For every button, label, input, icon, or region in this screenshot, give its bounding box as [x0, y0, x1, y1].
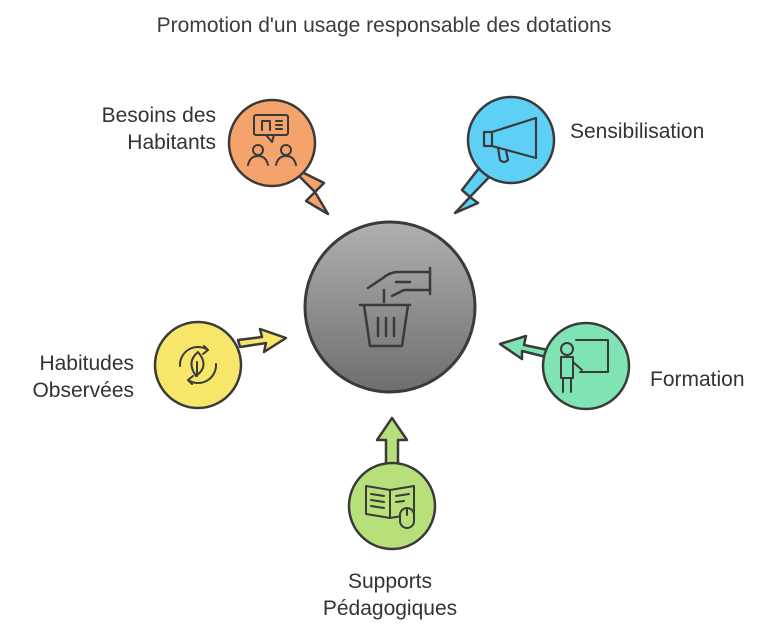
label-habitudes-line-2: Observées — [32, 379, 134, 402]
people-discussion-icon — [247, 114, 297, 166]
node-besoins — [227, 98, 317, 188]
arrow-besoins — [286, 163, 330, 216]
arrow-habitudes — [236, 327, 288, 354]
label-besoins: Besoins des Habitants — [102, 102, 216, 156]
arrow-besoins-shape — [286, 163, 330, 216]
node-supports — [347, 461, 437, 551]
book-mouse-icon — [365, 485, 415, 529]
node-sensibilisation — [466, 95, 556, 185]
arrow-supports-shape — [375, 416, 409, 467]
label-formation: Formation — [650, 366, 745, 393]
arrow-habitudes-shape — [236, 327, 288, 354]
center-node — [303, 220, 477, 394]
megaphone-icon — [482, 116, 538, 164]
arrow-supports — [375, 416, 409, 467]
label-sensibilisation: Sensibilisation — [570, 118, 704, 145]
leaf-cycle-icon — [178, 345, 218, 385]
hand-dropping-into-trash-icon — [358, 266, 432, 348]
label-supports-line-1: Supports — [347, 570, 433, 593]
label-besoins-line-1: Besoins des — [101, 104, 216, 127]
diagram-title: Promotion d'un usage responsable des dot… — [156, 14, 612, 37]
label-sensibilisation-line-1: Sensibilisation — [570, 120, 705, 143]
node-formation — [541, 321, 631, 411]
teacher-board-icon — [560, 339, 609, 393]
label-formation-line-1: Formation — [650, 368, 745, 391]
node-sensibilisation-circle — [466, 95, 556, 185]
arrow-formation — [498, 334, 550, 361]
node-formation-circle — [541, 321, 631, 411]
center-circle — [303, 220, 477, 394]
node-habitudes — [153, 320, 243, 410]
label-habitudes: Habitudes Observées — [32, 350, 134, 404]
label-supports: Supports Pédagogiques — [290, 568, 490, 622]
label-supports-line-2: Pédagogiques — [322, 597, 458, 620]
node-supports-circle — [347, 461, 437, 551]
label-habitudes-line-1: Habitudes — [39, 352, 134, 375]
arrow-formation-shape — [498, 334, 550, 361]
label-besoins-line-2: Habitants — [127, 131, 216, 154]
